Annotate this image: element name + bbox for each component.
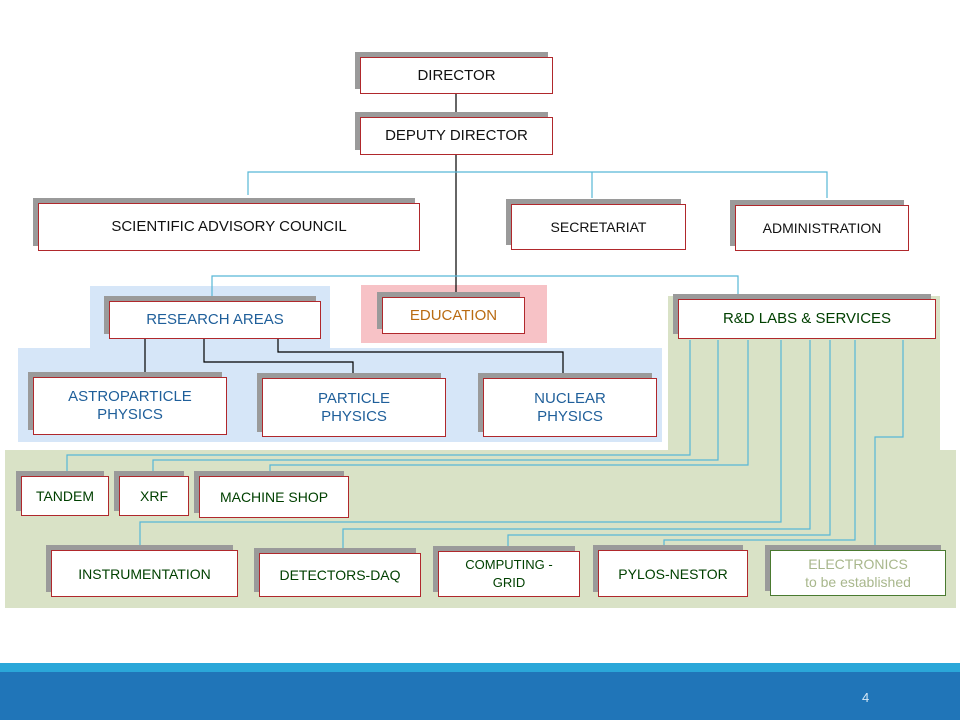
instrumentation-label: INSTRUMENTATION xyxy=(78,565,211,582)
tandem-label: TANDEM xyxy=(35,488,95,504)
rd-labs-services-label: R&D LABS & SERVICES xyxy=(722,310,892,327)
xrf-label: XRF xyxy=(140,488,168,504)
nuclear-physics-box: NUCLEAR PHYSICS xyxy=(483,378,657,437)
director-box: DIRECTOR xyxy=(360,57,553,94)
administration-box: ADMINISTRATION xyxy=(735,205,909,251)
page-number: 4 xyxy=(862,690,870,705)
computing-grid-label: COMPUTING - GRID xyxy=(465,557,553,590)
scientific-advisory-council-box: SCIENTIFIC ADVISORY COUNCIL xyxy=(38,203,420,251)
education-label: EDUCATION xyxy=(409,306,498,324)
astroparticle-physics-label: ASTROPARTICLE PHYSICS xyxy=(68,388,192,423)
scientific-advisory-council-label: SCIENTIFIC ADVISORY COUNCIL xyxy=(111,218,347,235)
astroparticle-physics-box: ASTROPARTICLE PHYSICS xyxy=(33,377,227,435)
footer-accent-bar xyxy=(0,663,960,672)
research-areas-label: RESEARCH AREAS xyxy=(146,311,284,328)
pylos-nestor-box: PYLOS-NESTOR xyxy=(598,550,748,597)
footer-bar xyxy=(0,672,960,720)
electronics-box: ELECTRONICS to be established xyxy=(770,550,946,596)
director-label: DIRECTOR xyxy=(417,66,496,84)
electronics-label: ELECTRONICS xyxy=(808,556,908,572)
nuclear-physics-label: NUCLEAR PHYSICS xyxy=(534,389,606,425)
deputy-director-label: DEPUTY DIRECTOR xyxy=(385,127,528,144)
instrumentation-box: INSTRUMENTATION xyxy=(51,550,238,597)
electronics-note: to be established xyxy=(805,574,911,590)
deputy-director-box: DEPUTY DIRECTOR xyxy=(360,117,553,155)
machine-shop-box: MACHINE SHOP xyxy=(199,476,349,518)
detectors-daq-box: DETECTORS-DAQ xyxy=(259,553,421,597)
secretariat-box: SECRETARIAT xyxy=(511,204,686,250)
secretariat-label: SECRETARIAT xyxy=(550,219,647,235)
machine-shop-label: MACHINE SHOP xyxy=(219,489,329,505)
research-areas-box: RESEARCH AREAS xyxy=(109,301,321,339)
administration-label: ADMINISTRATION xyxy=(762,220,882,236)
particle-physics-box: PARTICLE PHYSICS xyxy=(262,378,446,437)
education-box: EDUCATION xyxy=(382,297,525,334)
computing-grid-box: COMPUTING - GRID xyxy=(438,551,580,597)
particle-physics-label: PARTICLE PHYSICS xyxy=(318,389,390,425)
tandem-box: TANDEM xyxy=(21,476,109,516)
rd-labs-services-box: R&D LABS & SERVICES xyxy=(678,299,936,339)
xrf-box: XRF xyxy=(119,476,189,516)
pylos-nestor-label: PYLOS-NESTOR xyxy=(618,565,728,582)
detectors-daq-label: DETECTORS-DAQ xyxy=(279,567,401,583)
